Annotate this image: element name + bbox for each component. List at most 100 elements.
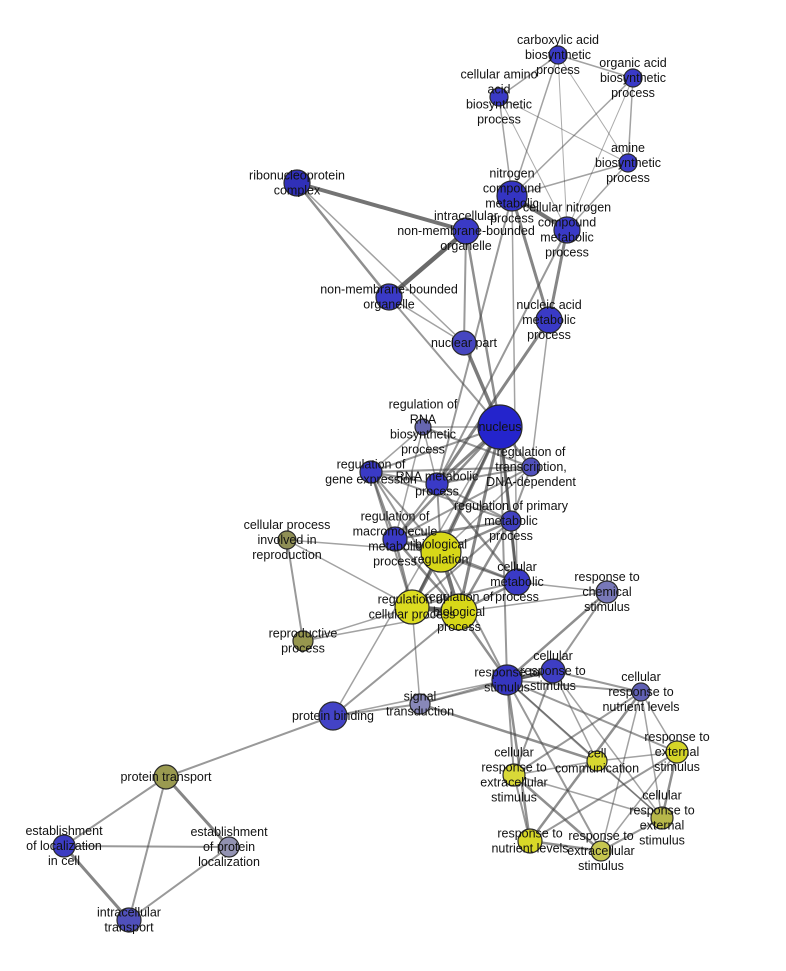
edge-cmp-rchem xyxy=(516,581,608,593)
node-label-c_acid-line0: carboxylic acid xyxy=(517,33,599,47)
edge-rcp-repro xyxy=(302,606,413,642)
node-aa_bio[interactable]: cellular amino acid biosynthetic process xyxy=(489,87,509,107)
edge-rchem-crstim xyxy=(552,591,608,672)
node-inmbo[interactable]: intracellular non-membrane-bounded organ… xyxy=(452,217,480,245)
edge-rext-rnl xyxy=(529,751,678,842)
edge-ptrans-eloc xyxy=(63,776,167,847)
edge-ptrans-itrans xyxy=(128,776,167,921)
edge-nucleus-rge xyxy=(370,426,501,473)
edge-crstim-crnl xyxy=(552,670,642,693)
edge-ccomm-cres xyxy=(513,760,598,776)
edge-c_acid-o_acid xyxy=(557,54,634,79)
edge-rge-rbp xyxy=(370,471,460,613)
node-label-rrb-line0: regulation of xyxy=(389,398,458,412)
node-pbind[interactable]: protein binding xyxy=(318,701,348,731)
node-sigt[interactable]: signal transduction xyxy=(409,693,431,715)
node-rnam[interactable]: RNA metabolic process xyxy=(425,472,449,496)
node-crnl[interactable]: cellular response to nutrient levels xyxy=(631,682,651,702)
node-o_acid[interactable]: organic acid biosynthetic process xyxy=(623,68,643,88)
edge-rstim-crnl xyxy=(506,679,642,693)
edge-rnp-nmbo xyxy=(295,181,391,299)
node-label-o_acid-line0: organic acid xyxy=(599,56,666,70)
edge-rext-rexs xyxy=(600,751,678,852)
node-crstim[interactable]: cellular response to stimulus xyxy=(540,658,566,684)
edge-eloc-itrans xyxy=(62,844,131,922)
node-nucleus[interactable]: nucleus xyxy=(477,404,523,450)
node-rstim[interactable]: response to stimulus xyxy=(491,664,523,696)
edge-rext-ccomm xyxy=(596,751,678,762)
edge-rtdd-rmmp xyxy=(394,466,532,540)
node-cres[interactable]: cellular response to extracellular stimu… xyxy=(502,763,526,787)
edge-o_acid-ncmp xyxy=(511,77,634,197)
node-rnp[interactable]: ribonucleoprotein complex xyxy=(283,169,311,197)
node-rcp[interactable]: regulation of cellular process xyxy=(394,589,430,625)
edge-c_acid-aa_bio xyxy=(498,54,559,98)
node-eprot[interactable]: establishment of protein localization xyxy=(218,836,240,858)
node-rrb[interactable]: regulation of RNA biosynthetic process xyxy=(414,418,432,436)
node-rexs[interactable]: response to extracellular stimulus xyxy=(590,840,612,862)
node-c_acid[interactable]: carboxylic acid biosynthetic process xyxy=(548,45,568,65)
edge-rnp-npart xyxy=(296,182,465,344)
node-label-amine-line2: process xyxy=(606,171,650,185)
edge-o_acid-amine xyxy=(627,77,634,164)
node-repro[interactable]: reproductive process xyxy=(292,630,314,652)
edge-namp-rtdd xyxy=(530,319,550,468)
edge-ccomm-crext xyxy=(596,760,663,819)
edge-c_acid-ncmp xyxy=(511,54,559,197)
edge-nucleus-rbp xyxy=(457,425,502,614)
edge-inmbo-npart xyxy=(463,230,467,344)
node-amine[interactable]: amine biosynthetic process xyxy=(618,153,638,173)
node-cmp[interactable]: cellular metabolic process xyxy=(503,568,531,596)
node-ncmp[interactable]: nitrogen compound metabolic process xyxy=(496,180,528,212)
edge-rcp-cpir xyxy=(286,539,413,608)
edge-ptrans-eprot xyxy=(164,775,231,849)
node-crext[interactable]: cellular response to external stimulus xyxy=(650,806,674,830)
edge-rtdd-bioreg xyxy=(440,466,532,553)
node-ccomm[interactable]: cell communication xyxy=(586,750,608,772)
node-label-cpir-line0: cellular process xyxy=(244,518,331,532)
node-label-crnl-line2: nutrient levels xyxy=(602,700,679,714)
node-cncmp[interactable]: cellular nitrogen compound metabolic pro… xyxy=(553,216,581,244)
edge-cres-crext xyxy=(513,774,663,819)
node-rchem[interactable]: response to chemical stimulus xyxy=(595,580,619,604)
node-label-crext-line3: stimulus xyxy=(639,834,685,848)
edge-aa_bio-cncmp xyxy=(498,96,568,231)
node-rmmp[interactable]: regulation of macromolecule metabolic pr… xyxy=(382,526,408,552)
edge-rstim-rexs xyxy=(506,679,602,852)
edge-rchem-rstim xyxy=(505,590,609,682)
node-eloc[interactable]: establishment of localization in cell xyxy=(52,834,76,858)
edge-rnam-rtdd xyxy=(436,466,532,485)
node-nmbo[interactable]: non-membrane-bounded organelle xyxy=(375,283,403,311)
node-label-cres-line3: stimulus xyxy=(491,791,537,805)
edge-crnl-rnl xyxy=(528,690,643,843)
edge-crnl-cres xyxy=(513,691,642,776)
edge-rnam-rpmp xyxy=(436,483,512,522)
node-label-aa_bio-line0: cellular amino xyxy=(460,68,537,82)
node-itrans[interactable]: intracellular transport xyxy=(116,907,142,933)
edge-crstim-ccomm xyxy=(552,670,598,762)
node-bioreg[interactable]: biological regulation xyxy=(420,531,462,573)
edge-o_acid-cncmp xyxy=(566,77,634,231)
edge-nmbo-nucleus xyxy=(388,296,501,428)
edge-cres-rexs xyxy=(512,773,603,853)
node-rtdd[interactable]: regulation of transcription, DNA-depende… xyxy=(521,457,541,477)
edge-ccomm-sigt xyxy=(418,702,599,763)
edge-aa_bio-amine xyxy=(498,96,629,164)
edge-rnp-inmbo xyxy=(295,181,468,233)
node-rpmp[interactable]: regulation of primary metabolic process xyxy=(500,510,522,532)
node-ptrans[interactable]: protein transport xyxy=(153,764,179,790)
edge-crnl-rext xyxy=(640,691,678,753)
node-namp[interactable]: nucleic acid metabolic process xyxy=(535,306,563,334)
node-label-cncmp-line3: process xyxy=(545,246,589,260)
node-rbp[interactable]: regulation of biological process xyxy=(440,593,478,631)
node-npart[interactable]: nuclear part xyxy=(451,330,477,356)
node-rnl[interactable]: response to nutrient levels xyxy=(517,828,543,854)
node-rge[interactable]: regulation of gene expression xyxy=(359,460,383,484)
edge-eprot-itrans xyxy=(128,846,230,921)
node-rext[interactable]: response to external stimulus xyxy=(665,740,689,764)
edge-rpmp-rmmp xyxy=(393,519,513,541)
node-cpir[interactable]: cellular process involved in reproductio… xyxy=(277,530,297,550)
edge-cpir-repro xyxy=(286,539,304,642)
